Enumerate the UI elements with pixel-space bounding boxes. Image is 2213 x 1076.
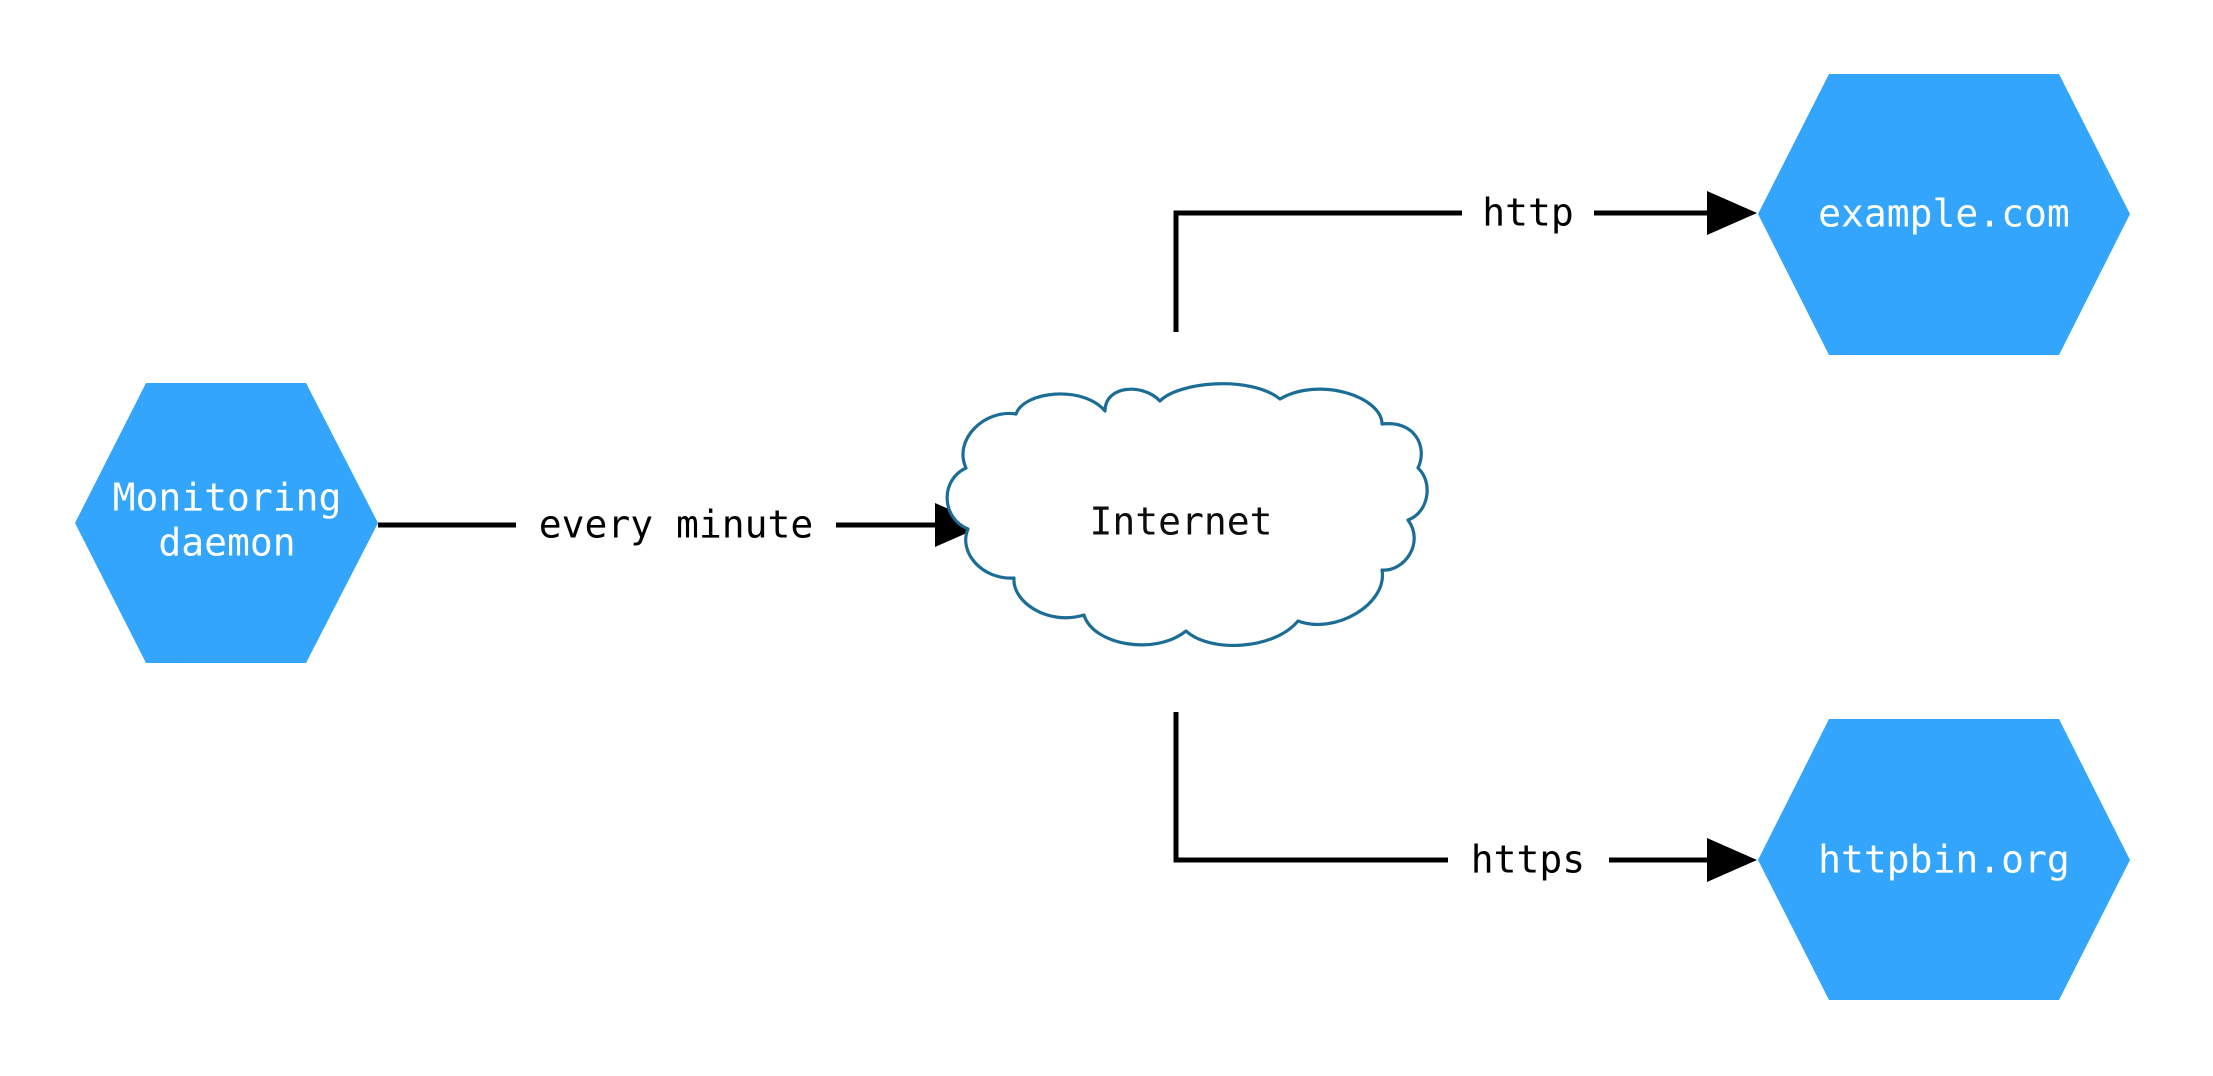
- monitoring-daemon-label-line-1: Monitoring: [113, 476, 342, 520]
- node-monitoring-daemon[interactable]: Monitoring daemon: [75, 383, 378, 663]
- edge-label-https: https: [1471, 838, 1585, 882]
- edge-internet-example: http: [1173, 191, 1757, 332]
- example-com-label: example.com: [1818, 192, 2070, 236]
- node-httpbin-org[interactable]: httpbin.org: [1758, 719, 2130, 1000]
- node-example-com[interactable]: example.com: [1758, 74, 2130, 355]
- monitoring-daemon-label-line-2: daemon: [158, 521, 295, 565]
- edge-internet-example-line-left: [1173, 210, 1462, 332]
- internet-cloud-shape[interactable]: [945, 382, 1429, 648]
- edge-daemon-internet: every minute: [378, 503, 985, 547]
- example-com-hexagon[interactable]: [1758, 74, 2130, 355]
- edge-internet-httpbin-line-left: [1173, 712, 1448, 863]
- monitoring-daemon-hexagon[interactable]: [75, 383, 378, 663]
- edge-label-every-minute: every minute: [539, 503, 814, 547]
- httpbin-org-hexagon[interactable]: [1758, 719, 2130, 1000]
- edge-internet-httpbin-arrowhead: [1707, 838, 1757, 882]
- edge-internet-httpbin: https: [1173, 712, 1757, 882]
- edge-internet-example-arrowhead: [1707, 191, 1757, 235]
- internet-label: Internet: [1089, 500, 1272, 544]
- httpbin-org-label: httpbin.org: [1818, 838, 2070, 882]
- edge-label-http: http: [1482, 191, 1574, 235]
- node-internet[interactable]: Internet: [945, 382, 1429, 648]
